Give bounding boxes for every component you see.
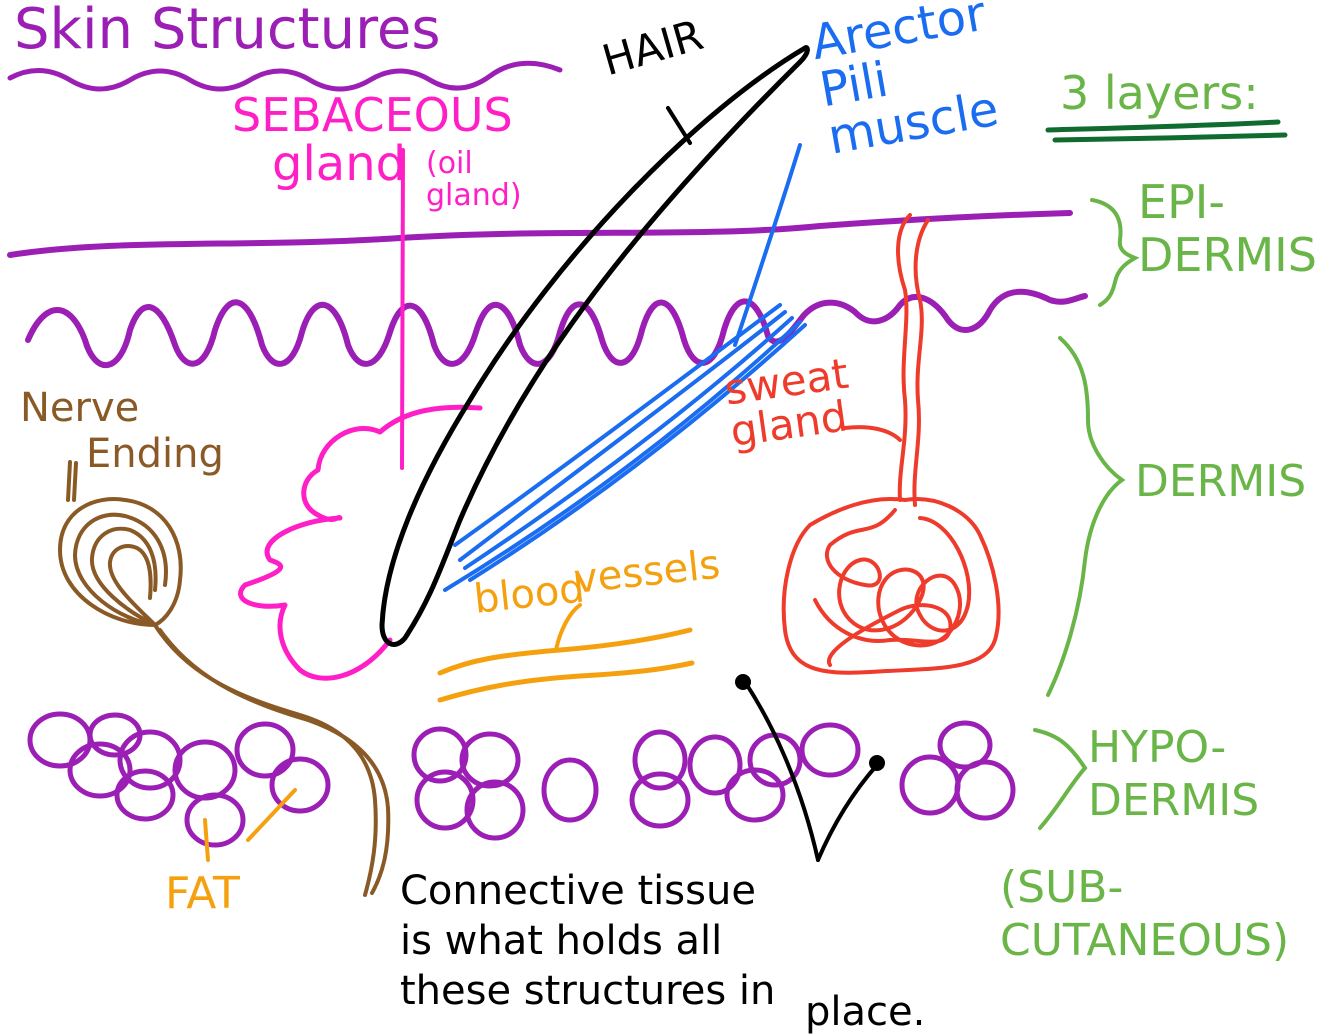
blood-vessels [440,630,692,700]
dermis-label: DERMIS [1135,460,1306,504]
dermis-boundary-line [28,292,1085,365]
epidermis-label: EPI- DERMIS [1138,176,1317,282]
sweat-gland-label: sweat gland [722,353,857,453]
fat-label: FAT [165,872,240,916]
subcutaneous-label: (SUB- CUTANEOUS) [1000,862,1289,968]
epidermis-surface-line [10,213,1070,255]
oil-gland-label: (oil gland) [426,148,522,211]
nerve-ending [60,499,388,895]
ending-label: Ending [86,434,224,474]
blood-label: blood [472,568,586,619]
nerve-label: Nerve [20,388,139,428]
dermis-bracket [1048,338,1122,695]
fat-pointers [205,790,295,860]
gland-label: gland [272,140,406,188]
sweat-gland-coil [784,499,999,673]
place-label: place. [805,992,925,1032]
nerve-pointer [68,462,76,500]
arrector-pili-label: Arector Pili muscle [808,0,1006,162]
sebaceous-label: SEBACEOUS [232,92,513,138]
connective-tissue-note: Connective tissue is what holds all thes… [400,866,775,1016]
layers-heading: 3 layers: [1060,70,1259,116]
sebaceous-duct [402,150,403,468]
hair-label-pointer [668,108,690,143]
layers-underline [1048,122,1285,140]
hypodermis-bracket [1035,730,1085,828]
epidermis-bracket [1092,200,1135,305]
sweat-duct [898,215,928,505]
title-underline [10,63,560,89]
diagram-title: Skin Structures [14,2,441,58]
hypodermis-label: HYPO- DERMIS [1088,722,1259,828]
